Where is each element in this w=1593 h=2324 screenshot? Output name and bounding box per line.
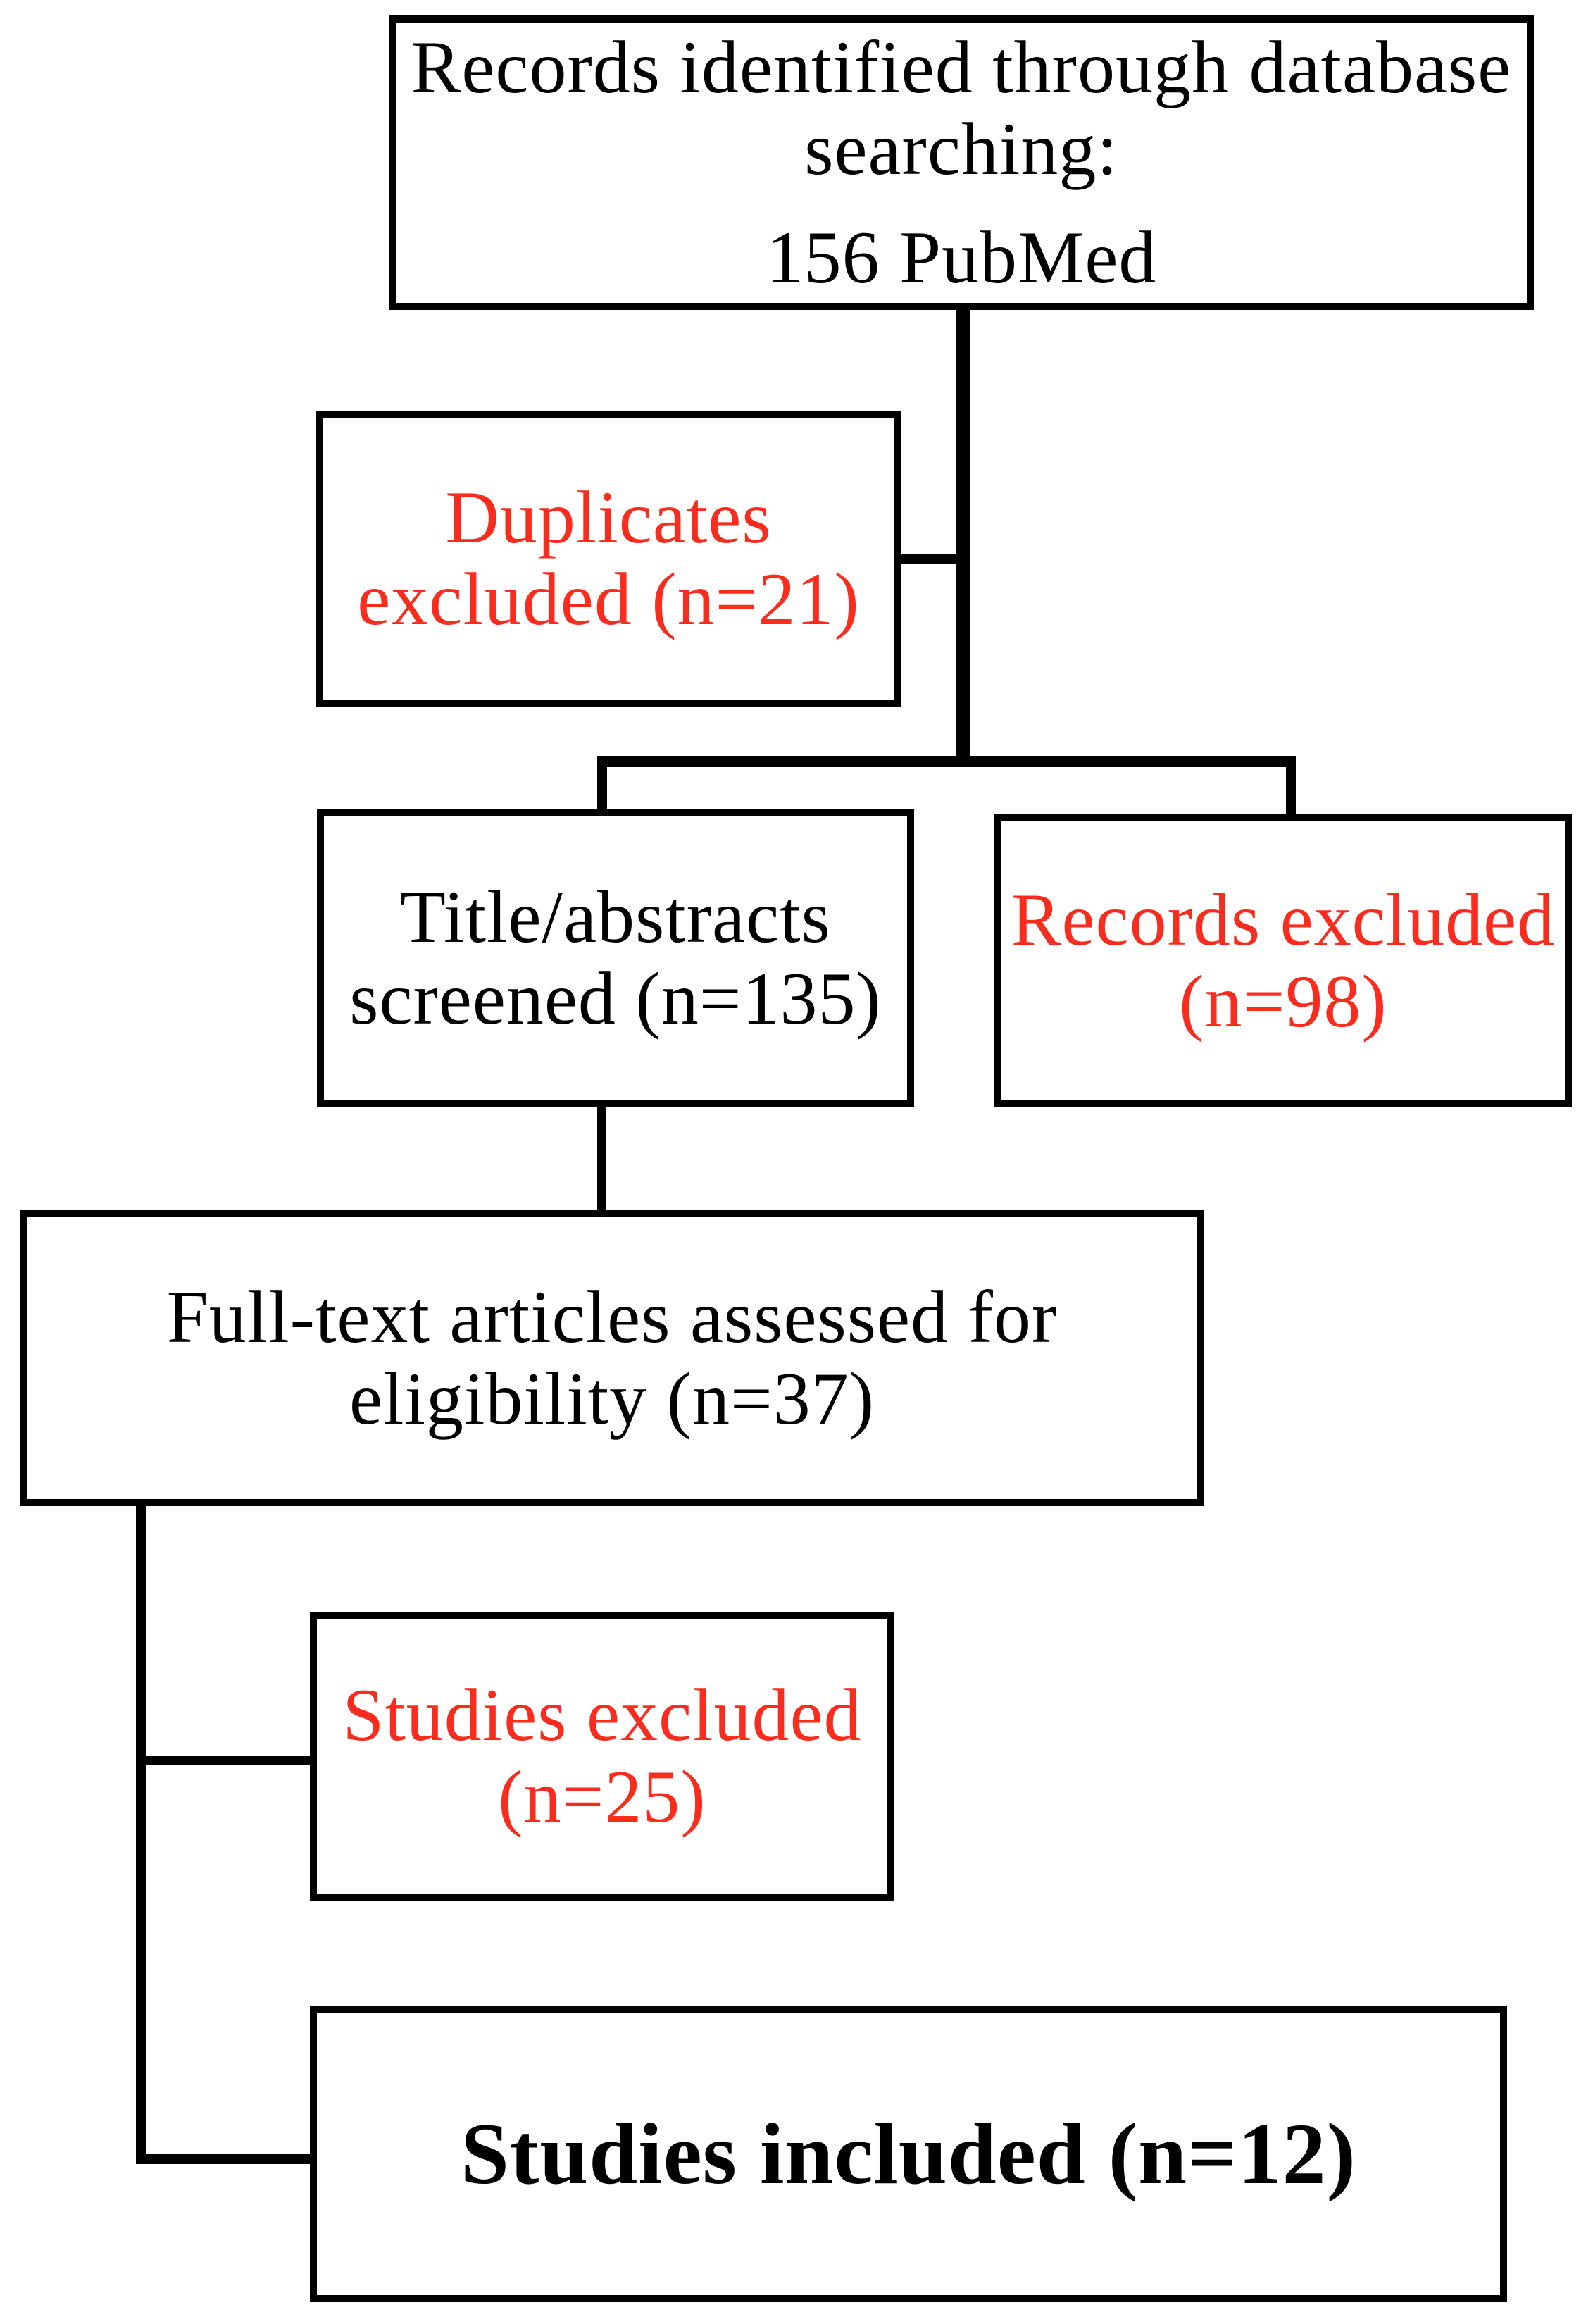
box-text-line: excluded (n=21) bbox=[357, 558, 860, 640]
box-text-line: screened (n=135) bbox=[349, 957, 882, 1040]
box-text-line: (n=98) bbox=[1179, 959, 1387, 1043]
box-text-line: Full-text articles assessed for bbox=[166, 1275, 1058, 1358]
box-records-excluded: Records excluded (n=98) bbox=[994, 814, 1572, 1107]
connector-screened-to-fulltext bbox=[597, 1107, 606, 1210]
box-text-line: Studies included (n=12) bbox=[461, 2106, 1356, 2202]
box-text-line: (n=25) bbox=[498, 1756, 706, 1838]
box-text-line: Records identified through database bbox=[411, 26, 1512, 108]
connector-screening-branch bbox=[597, 756, 1296, 767]
connector-studies-excluded-branch bbox=[136, 1756, 316, 1765]
connector-drop-screened bbox=[597, 756, 607, 810]
box-text-line: Studies excluded bbox=[342, 1674, 862, 1756]
connector-studies-included-branch bbox=[136, 2154, 318, 2164]
box-studies-excluded: Studies excluded (n=25) bbox=[310, 1612, 894, 1901]
box-records-identified: Records identified through database sear… bbox=[389, 15, 1534, 310]
box-text-line: Title/abstracts bbox=[400, 876, 831, 958]
connector-drop-excluded bbox=[1286, 756, 1296, 815]
box-text-line: searching: bbox=[804, 108, 1118, 190]
box-text-line: eligibility (n=37) bbox=[349, 1357, 875, 1440]
connector-left-vertical bbox=[136, 1506, 146, 2164]
box-title-abstracts-screened: Title/abstracts screened (n=135) bbox=[317, 809, 914, 1107]
box-full-text-assessed: Full-text articles assessed for eligibil… bbox=[20, 1210, 1204, 1506]
box-text-line: Duplicates bbox=[445, 476, 772, 559]
connector-duplicates-branch bbox=[901, 554, 965, 564]
box-duplicates-excluded: Duplicates excluded (n=21) bbox=[316, 411, 901, 707]
box-text-line: Records excluded bbox=[1011, 878, 1556, 961]
box-studies-included: Studies included (n=12) bbox=[310, 2006, 1507, 2302]
connector-top-vertical bbox=[956, 310, 970, 767]
box-text-line: 156 PubMed bbox=[766, 216, 1157, 299]
